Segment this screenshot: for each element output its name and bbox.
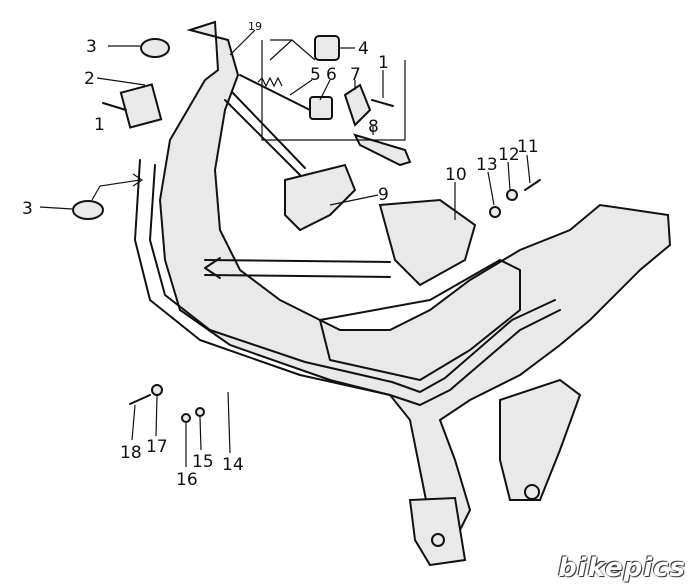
part-9-bracket	[284, 163, 357, 232]
upper-group-bracket	[261, 40, 406, 141]
bikepics-watermark: bikepics	[558, 553, 686, 583]
part-12-washer	[506, 189, 518, 201]
cross-tube	[204, 259, 391, 278]
callout-3-upper: 3	[86, 37, 97, 57]
part-8-plate	[353, 133, 412, 167]
upper-strut	[224, 91, 306, 176]
part-10-bracket	[378, 198, 477, 287]
part-1-screw-left	[102, 102, 127, 111]
callout-16: 16	[176, 470, 198, 490]
part-2-plate	[119, 83, 163, 129]
callout-1-left: 1	[94, 115, 105, 135]
leg-shield	[158, 20, 672, 532]
part-18-bolt	[129, 394, 151, 405]
floor-board	[319, 259, 521, 381]
part-13-nut	[489, 206, 501, 218]
callout-14: 14	[222, 455, 244, 475]
callout-8: 8	[368, 117, 379, 137]
callout-11: 11	[517, 137, 539, 157]
callout-7: 7	[350, 65, 361, 85]
frame-channel-inner	[149, 164, 556, 393]
cross-tube-arrow	[204, 257, 221, 279]
rear-bracket	[499, 378, 582, 501]
upper-group-top	[269, 39, 316, 61]
leader-lines	[39, 29, 531, 467]
callout-9: 9	[378, 185, 389, 205]
part-17-washer	[151, 384, 163, 396]
part-5-rod	[239, 74, 321, 116]
part-3-upper-grommet	[140, 38, 170, 58]
callout-17: 17	[146, 437, 168, 457]
callout-19: 19	[248, 20, 262, 33]
frame-channel	[134, 159, 561, 406]
part-1-screw-right	[371, 99, 394, 107]
callout-15: 15	[192, 452, 214, 472]
callout-5: 5	[310, 65, 321, 85]
callout-13: 13	[476, 155, 498, 175]
callout-2: 2	[84, 69, 95, 89]
part-3-lower-arrow	[91, 173, 144, 201]
part-3-lower-grommet	[72, 200, 104, 220]
front-mount-hole	[431, 533, 445, 547]
callout-10: 10	[445, 165, 467, 185]
scooter-frame	[134, 20, 672, 567]
part-6-block	[309, 96, 333, 120]
part-11-bolt	[524, 179, 541, 191]
part-4-bushing	[314, 35, 340, 61]
callout-18: 18	[120, 443, 142, 463]
callout-4: 4	[358, 39, 369, 59]
callout-3-lower: 3	[22, 199, 33, 219]
callout-1-right: 1	[378, 53, 389, 73]
callout-12: 12	[498, 145, 520, 165]
part-15-nut	[195, 407, 205, 417]
part-7-lever	[343, 83, 372, 127]
rear-mount-hole	[524, 484, 540, 500]
part-16-washer	[181, 413, 191, 423]
front-mount	[408, 496, 467, 567]
callout-6: 6	[326, 65, 337, 85]
